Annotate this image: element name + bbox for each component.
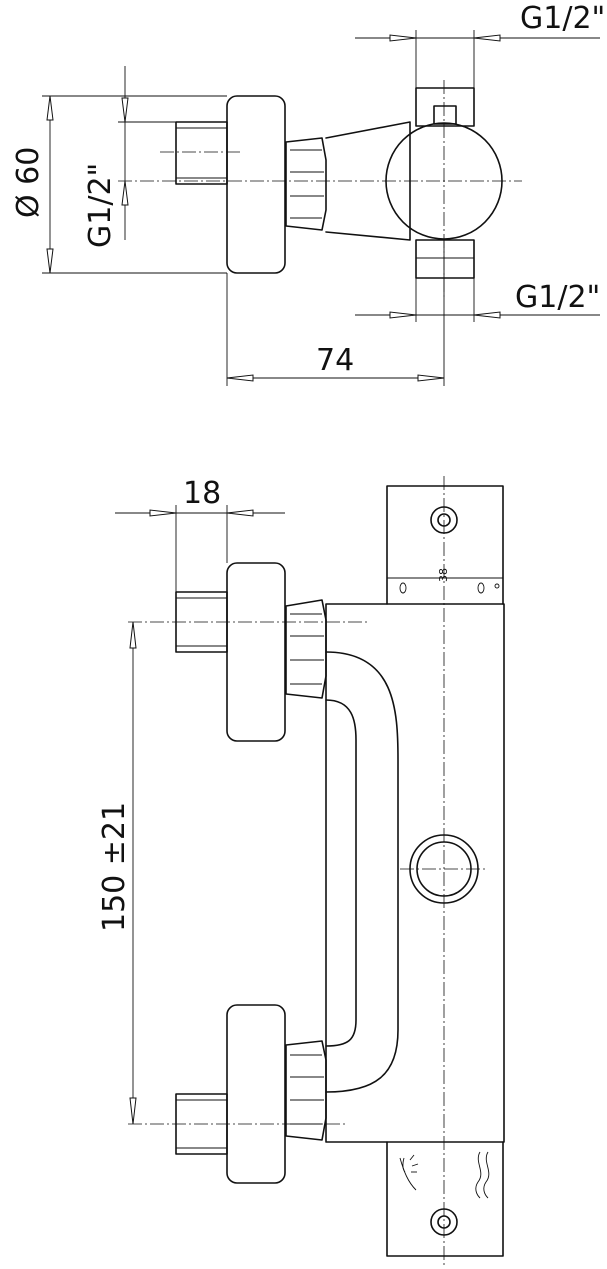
- handle-lower: [386, 1141, 504, 1257]
- nut-lower: [285, 1040, 327, 1141]
- dimension-centers: 150 ±21: [97, 621, 137, 1125]
- nut-top: [285, 137, 327, 231]
- dimension-connector-length: 18: [115, 476, 285, 592]
- handle-upper: [386, 485, 504, 605]
- dimension-top-inlet: G1/2": [355, 1, 605, 88]
- label-top-inlet: G1/2": [520, 1, 605, 36]
- scale-mark-38: 38: [437, 568, 450, 582]
- dimension-diameter: Ø 60: [11, 95, 227, 274]
- label-centers: 150 ±21: [97, 802, 132, 932]
- valve-body: [325, 603, 505, 1143]
- front-view: 38: [128, 476, 505, 1266]
- label-bottom-outlet: G1/2": [515, 280, 600, 315]
- label-connector-length: 18: [183, 476, 221, 511]
- dimension-depth: 74: [226, 240, 445, 386]
- flange-lower: [226, 1004, 286, 1184]
- lower-outlet-stub: [415, 239, 475, 279]
- flange-upper: [226, 562, 286, 742]
- shower-icon: [399, 1154, 419, 1191]
- water-wave-icon: [475, 1151, 490, 1199]
- nut-upper: [285, 599, 327, 699]
- label-side-inlet: G1/2": [83, 163, 118, 248]
- top-view: [118, 80, 522, 300]
- connector-top: [175, 121, 228, 185]
- label-diameter: Ø 60: [11, 147, 46, 218]
- flange-top: [226, 95, 286, 274]
- dimension-side-inlet: G1/2": [83, 66, 176, 248]
- crossover-pipe: [325, 651, 399, 1093]
- dimension-bottom-outlet: G1/2": [355, 278, 600, 322]
- upper-inlet-stub: [415, 87, 475, 127]
- label-depth: 74: [316, 343, 354, 378]
